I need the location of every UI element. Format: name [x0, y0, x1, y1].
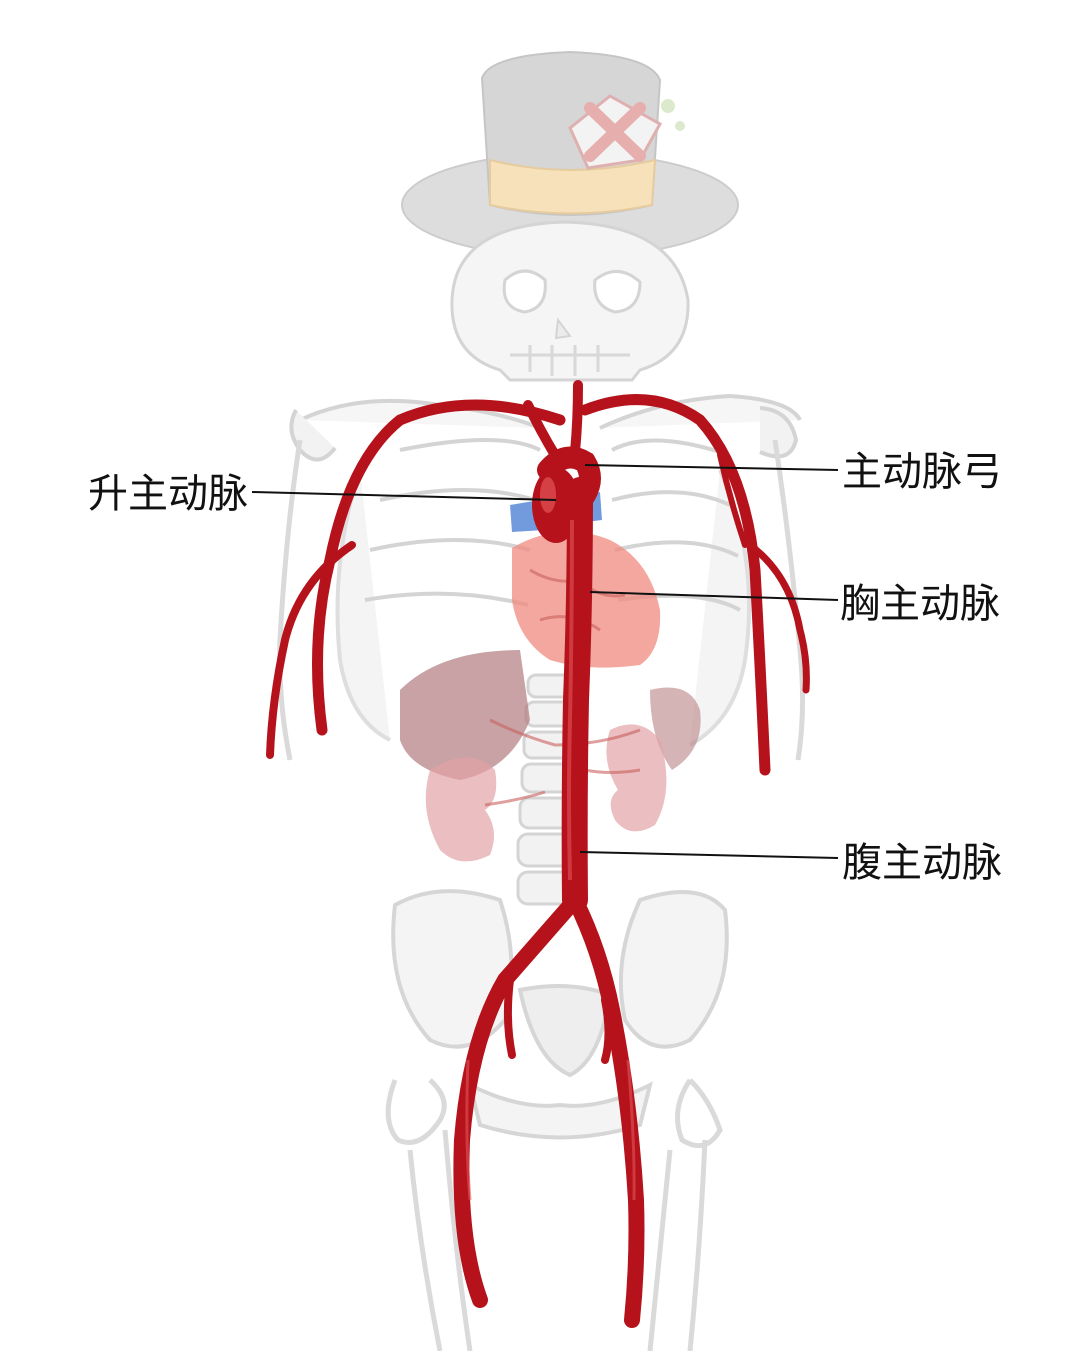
thoracic-abdominal-aorta [561, 477, 593, 913]
leader-line-ascending [251, 491, 557, 501]
leader-line-abdominal [579, 851, 839, 859]
aorta-system [266, 380, 810, 1328]
cross-badge-icon [568, 94, 663, 170]
left-subclavian-artery [312, 399, 566, 736]
right-branch-artery-2 [717, 452, 748, 548]
left-iliac-artery [453, 892, 583, 1308]
left-branch-artery [266, 541, 356, 759]
spleen [650, 687, 701, 770]
right-internal-iliac [601, 996, 613, 1064]
top-hat-icon [401, 50, 739, 258]
right-branch-artery [746, 541, 810, 694]
right-iliac-artery [567, 892, 645, 1328]
carotid-artery-left [523, 400, 560, 460]
right-subclavian-artery [579, 394, 771, 776]
carotid-artery-right [570, 380, 583, 457]
leader-line-thoracic [589, 591, 839, 601]
kidney-left [425, 757, 497, 862]
label-thoracic-aorta: 胸主动脉 [840, 581, 1000, 627]
liver [400, 650, 530, 780]
kidney-right [606, 724, 667, 832]
leg-bones [385, 1078, 723, 1351]
leader-line-arch [584, 464, 839, 471]
label-aortic-arch: 主动脉弓 [842, 449, 1002, 495]
skull [450, 220, 690, 382]
leader-lines [251, 464, 839, 859]
label-abdominal-aorta: 腹主动脉 [842, 840, 1002, 886]
label-ascending-aorta: 升主动脉 [88, 471, 248, 517]
left-internal-iliac [503, 976, 516, 1059]
pelvis [391, 889, 729, 1140]
